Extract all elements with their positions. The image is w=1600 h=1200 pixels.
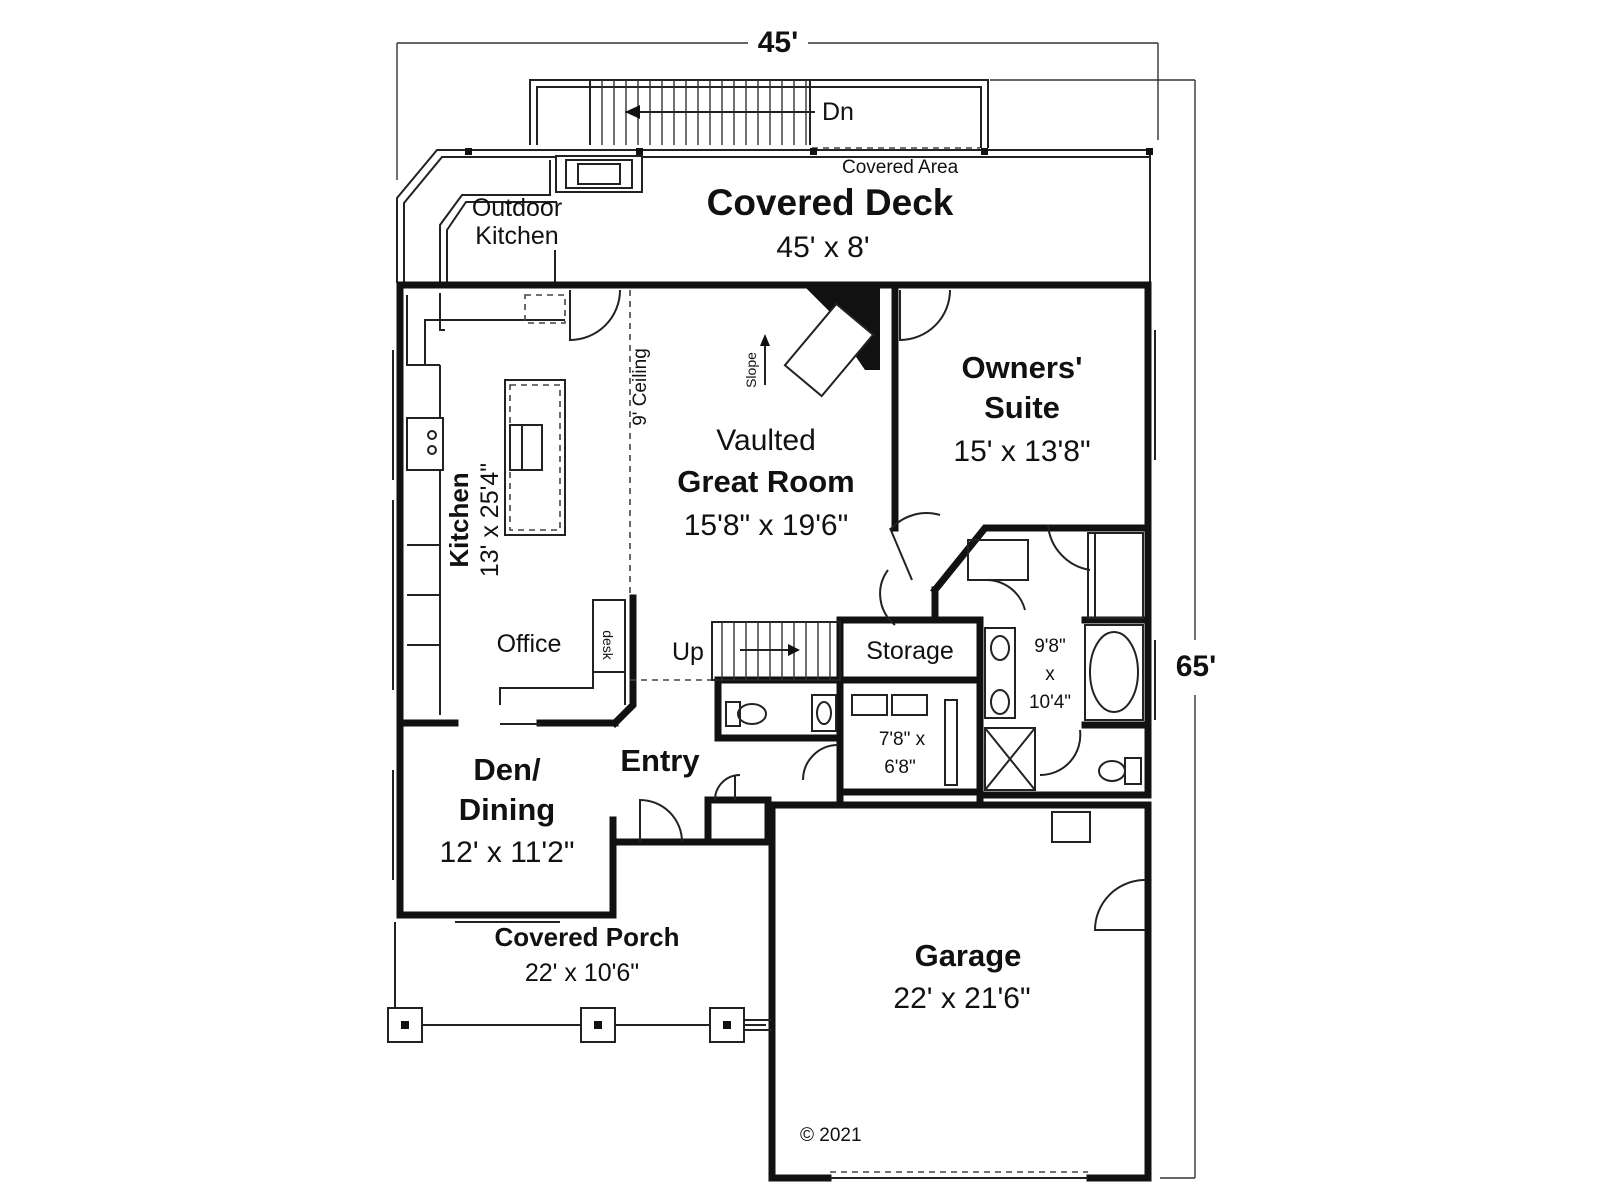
exterior-walls xyxy=(396,281,1152,1182)
kitchen-fixtures xyxy=(406,293,626,715)
covered-deck-name: Covered Deck xyxy=(707,182,954,223)
office-label: Office xyxy=(497,630,562,658)
covered-area-label: Covered Area xyxy=(842,157,959,178)
width-dimension: 45' xyxy=(758,26,799,59)
den-dining-size: 12' x 11'2" xyxy=(440,836,575,869)
bath-fixtures xyxy=(967,532,1144,791)
kitchen-name: Kitchen xyxy=(444,472,474,567)
bath-size-2: x xyxy=(1045,664,1055,685)
depth-dimension: 65' xyxy=(1176,650,1217,683)
covered-deck-size: 45' x 8' xyxy=(776,231,869,264)
desk-label: desk xyxy=(600,630,616,661)
outdoor-kitchen-label-2: Kitchen xyxy=(475,222,558,250)
deck-outline xyxy=(396,148,1153,283)
dimension-lines xyxy=(396,42,1196,1179)
covered-porch-size: 22' x 10'6" xyxy=(525,959,639,987)
garage-size: 22' x 21'6" xyxy=(893,982,1030,1015)
outdoor-kitchen-label-1: Outdoor xyxy=(472,194,562,222)
covered-porch-name: Covered Porch xyxy=(495,922,680,952)
laundry-size-1: 7'8" x xyxy=(879,729,926,750)
bath-size-1: 9'8" xyxy=(1034,636,1066,657)
great-room-label-1: Vaulted xyxy=(716,424,816,457)
deck-stairs xyxy=(529,79,989,149)
den-dining-label-1: Den/ xyxy=(473,752,541,787)
slope-arrow xyxy=(760,334,770,385)
stairs-up-label: Up xyxy=(672,638,704,666)
powder-laundry-fixtures xyxy=(725,694,958,786)
covered-porch xyxy=(387,922,772,1043)
garage-name: Garage xyxy=(915,938,1022,973)
kitchen-size: 13' x 25'4" xyxy=(476,463,504,577)
interior-walls xyxy=(396,281,1152,846)
owners-suite-size: 15' x 13'8" xyxy=(953,435,1090,468)
owners-suite-label-1: Owners' xyxy=(961,350,1082,385)
windows xyxy=(392,330,1156,923)
water-heater xyxy=(1051,811,1091,843)
great-room-size: 15'8" x 19'6" xyxy=(684,509,849,542)
bath-size-3: 10'4" xyxy=(1029,692,1071,713)
doors xyxy=(500,289,1146,931)
laundry-size-2: 6'8" xyxy=(884,757,916,778)
copyright: © 2021 xyxy=(800,1125,862,1146)
ceiling-note: 9' Ceiling xyxy=(630,348,651,426)
great-room-label-2: Great Room xyxy=(677,464,854,499)
owners-suite-label-2: Suite xyxy=(984,390,1060,425)
slope-label: Slope xyxy=(743,352,759,388)
stairs-up xyxy=(711,621,841,681)
entry-label: Entry xyxy=(620,743,700,778)
storage-label: Storage xyxy=(866,637,954,665)
stairs-down-label: Dn xyxy=(822,98,854,126)
den-dining-label-2: Dining xyxy=(459,792,555,827)
